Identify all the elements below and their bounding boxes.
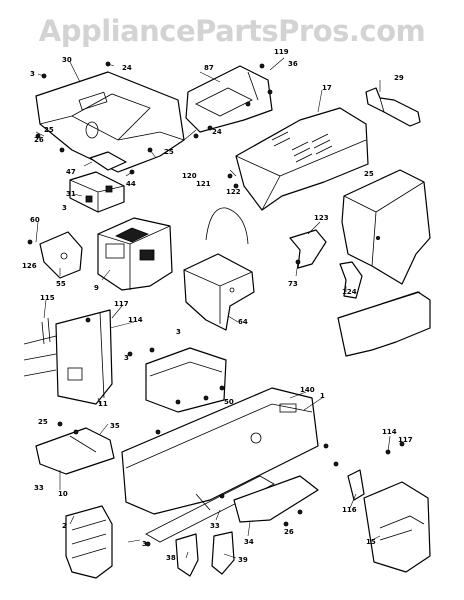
callout-17: 17 bbox=[322, 84, 332, 92]
callout-39: 39 bbox=[238, 556, 248, 564]
callout-60: 60 bbox=[30, 216, 40, 224]
callout-55: 55 bbox=[56, 280, 66, 288]
callout-33: 33 bbox=[210, 522, 220, 530]
callout-29: 29 bbox=[394, 74, 404, 82]
callout-73: 73 bbox=[288, 280, 298, 288]
callout-9: 9 bbox=[94, 284, 99, 292]
bracket-64 bbox=[183, 253, 255, 331]
callout-35: 35 bbox=[110, 422, 120, 430]
plate-55 bbox=[39, 231, 83, 279]
callout-labels: 3 30 24 87 119 36 29 17 24 25 26 25 44 4… bbox=[22, 48, 413, 564]
callout-119: 119 bbox=[274, 48, 289, 56]
apron-86 bbox=[337, 291, 431, 357]
callout-26: 26 bbox=[284, 528, 294, 536]
callout-114: 114 bbox=[382, 428, 397, 436]
callout-38: 38 bbox=[166, 554, 176, 562]
callout-36: 36 bbox=[288, 60, 298, 68]
callout-44: 44 bbox=[126, 180, 136, 188]
rod-60 bbox=[205, 207, 249, 245]
callout-31: 31 bbox=[66, 190, 76, 198]
bracket-39 bbox=[211, 531, 235, 575]
rear-cover-15 bbox=[363, 481, 431, 573]
callout-117: 117 bbox=[114, 300, 129, 308]
callout-3: 3 bbox=[124, 354, 129, 362]
callout-2: 2 bbox=[62, 522, 67, 530]
callout-24: 24 bbox=[212, 128, 222, 136]
watermark-logo: AppliancePartsPros.com bbox=[38, 14, 426, 48]
handle-29 bbox=[365, 87, 421, 127]
footrest-35 bbox=[35, 427, 115, 475]
callout-34: 34 bbox=[244, 538, 254, 546]
callout-122: 122 bbox=[226, 188, 241, 196]
callout-1: 1 bbox=[320, 392, 325, 400]
callout-3: 3 bbox=[62, 204, 67, 212]
callout-50: 50 bbox=[224, 398, 234, 406]
callout-126: 126 bbox=[22, 262, 37, 270]
frame-1 bbox=[121, 387, 319, 543]
callout-123: 123 bbox=[314, 214, 329, 222]
callout-3: 3 bbox=[142, 540, 147, 548]
callout-25: 25 bbox=[38, 418, 48, 426]
callout-115: 115 bbox=[40, 294, 55, 302]
rear-plate-2 bbox=[65, 505, 113, 579]
callout-116: 116 bbox=[342, 506, 357, 514]
grille-26 bbox=[341, 169, 431, 285]
footrest-34 bbox=[233, 475, 319, 523]
plate-center bbox=[145, 347, 227, 413]
callout-24: 24 bbox=[122, 64, 132, 72]
callout-121: 121 bbox=[196, 180, 211, 188]
callout-25: 25 bbox=[364, 170, 374, 178]
bracket-116 bbox=[347, 469, 365, 501]
callout-25: 25 bbox=[44, 126, 54, 134]
hood-panel-30 bbox=[35, 71, 185, 173]
bracket-123 bbox=[289, 229, 327, 269]
hood-17 bbox=[235, 107, 369, 211]
leader-lines bbox=[35, 57, 391, 559]
callout-47: 47 bbox=[66, 168, 76, 176]
callout-64: 64 bbox=[238, 318, 248, 326]
panel-11 bbox=[23, 309, 113, 405]
hardware-fasteners bbox=[27, 61, 405, 547]
callout-117: 117 bbox=[398, 436, 413, 444]
bracket-47 bbox=[89, 151, 127, 171]
callout-114: 114 bbox=[128, 316, 143, 324]
callout-10: 10 bbox=[58, 490, 68, 498]
callout-30: 30 bbox=[62, 56, 72, 64]
side-panel-87 bbox=[185, 65, 273, 133]
callout-3: 3 bbox=[30, 70, 35, 78]
latch-124 bbox=[339, 261, 363, 299]
callout-140: 140 bbox=[300, 386, 315, 394]
callout-124: 124 bbox=[342, 288, 357, 296]
callout-33: 33 bbox=[34, 484, 44, 492]
callout-26: 26 bbox=[34, 136, 44, 144]
callout-15: 15 bbox=[366, 538, 376, 546]
dash-panel-9 bbox=[97, 217, 173, 291]
callout-120: 120 bbox=[182, 172, 197, 180]
callout-87: 87 bbox=[204, 64, 214, 72]
bracket-31 bbox=[69, 171, 125, 213]
callout-25: 25 bbox=[164, 148, 174, 156]
callout-11: 11 bbox=[98, 400, 108, 408]
callout-3: 3 bbox=[176, 328, 181, 336]
